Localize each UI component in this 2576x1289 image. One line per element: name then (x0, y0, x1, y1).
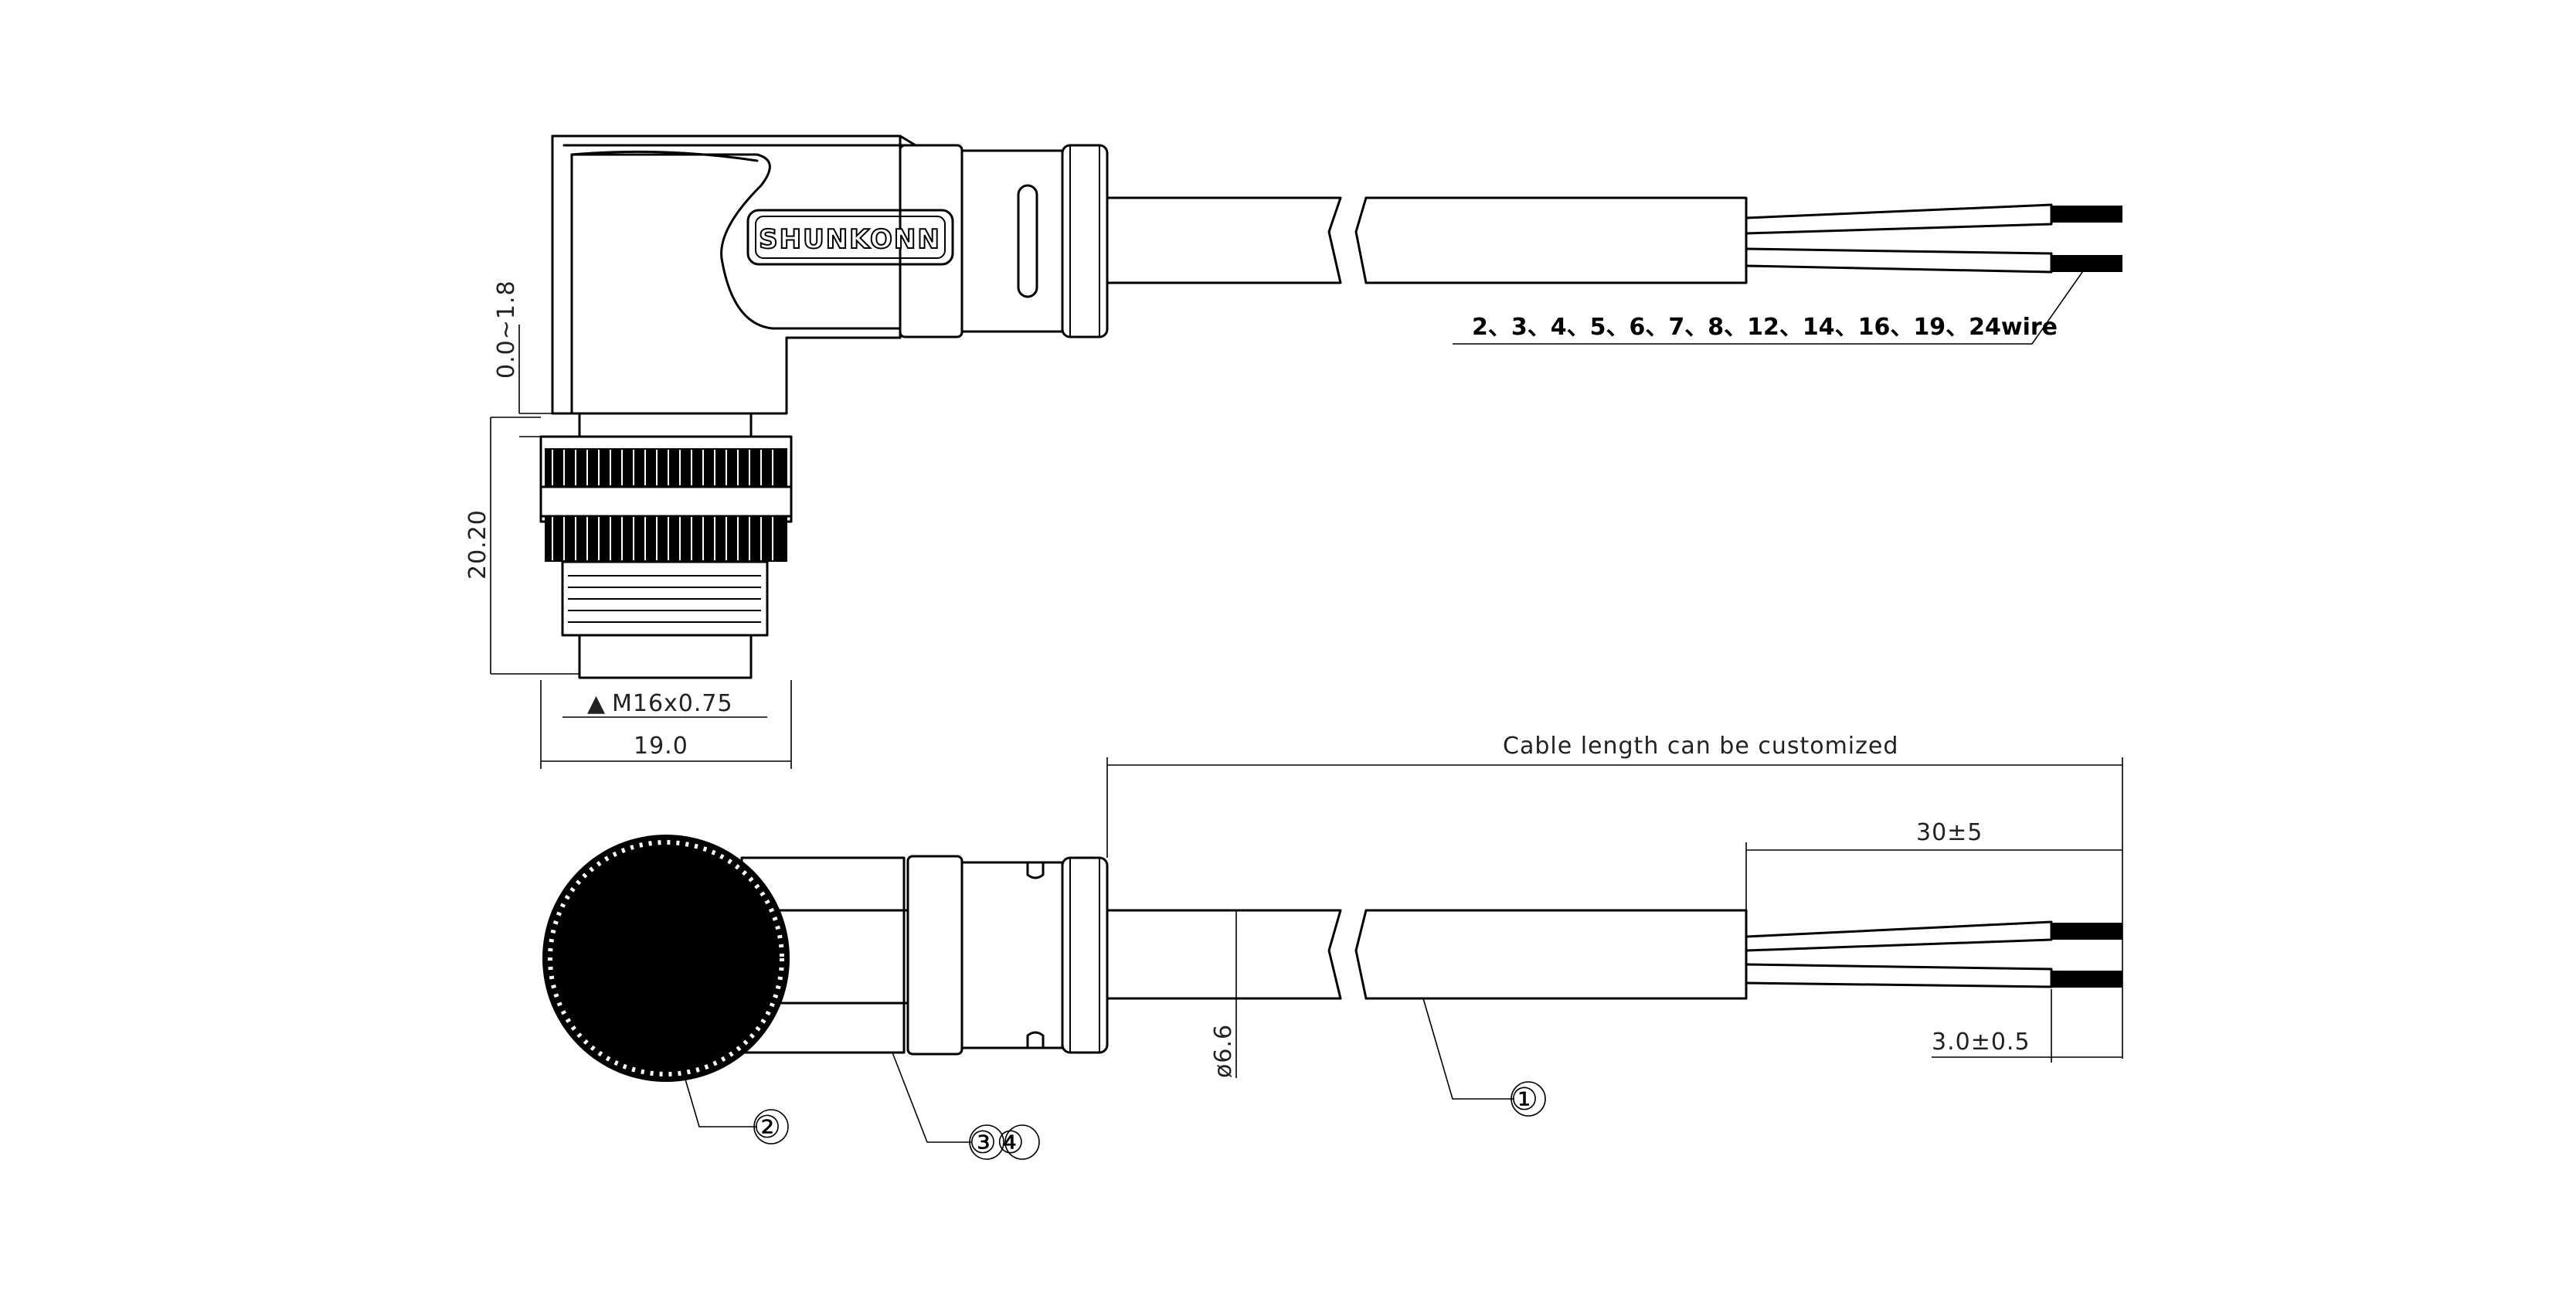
dimension-offset: 0.0~1.8 (493, 280, 572, 437)
nut-knurling (552, 450, 773, 560)
dimension-thread: ▲ M16x0.75 (562, 690, 767, 718)
connector-side-view: SHUNKONN 2、3、4、5、6、7、8、12、14、16、19、24wir… (539, 134, 2122, 679)
height-dimension: 20.20 (464, 509, 491, 580)
pin-2-label: 2 (638, 1000, 658, 1012)
diameter-label: ø6.6 (1210, 1024, 1237, 1078)
dimension-height: 20.20 (464, 417, 579, 675)
callout-2-label: ② (753, 1110, 781, 1145)
pin-1-label: 1 (638, 906, 658, 917)
width-dimension: 19.0 (634, 733, 688, 760)
thread-marker: ▲ (587, 690, 606, 717)
dimension-width: 19.0 (540, 680, 792, 769)
dimension-cable-length: Cable length can be customized (1106, 733, 2123, 1059)
callout-3-4: ③④ (892, 1052, 1040, 1161)
callout-3-4-label: ③④ (969, 1125, 1025, 1161)
dimension-strip: 30±5 (1745, 819, 2122, 910)
wire-end-label: 3.0±0.5 (1932, 1029, 2031, 1056)
callout-1: ① (1422, 998, 1546, 1117)
wire-options-label: 2、3、4、5、6、7、8、12、14、16、19、24wire (1472, 314, 2058, 341)
dimension-diameter: ø6.6 (1210, 910, 1237, 1078)
thread-lines (568, 575, 761, 623)
offset-dimension: 0.0~1.8 (493, 280, 520, 379)
brand-label: SHUNKONN (759, 224, 941, 255)
dimension-wire-end: 3.0±0.5 (1932, 989, 2122, 1063)
connector-face-view: 1 2 (542, 835, 2122, 1082)
thread-dimension: M16x0.75 (612, 690, 733, 717)
strip-length-label: 30±5 (1916, 819, 1983, 846)
callout-2: ② (670, 1029, 789, 1145)
callout-1-label: ① (1511, 1082, 1538, 1117)
cable-length-label: Cable length can be customized (1503, 733, 1898, 760)
